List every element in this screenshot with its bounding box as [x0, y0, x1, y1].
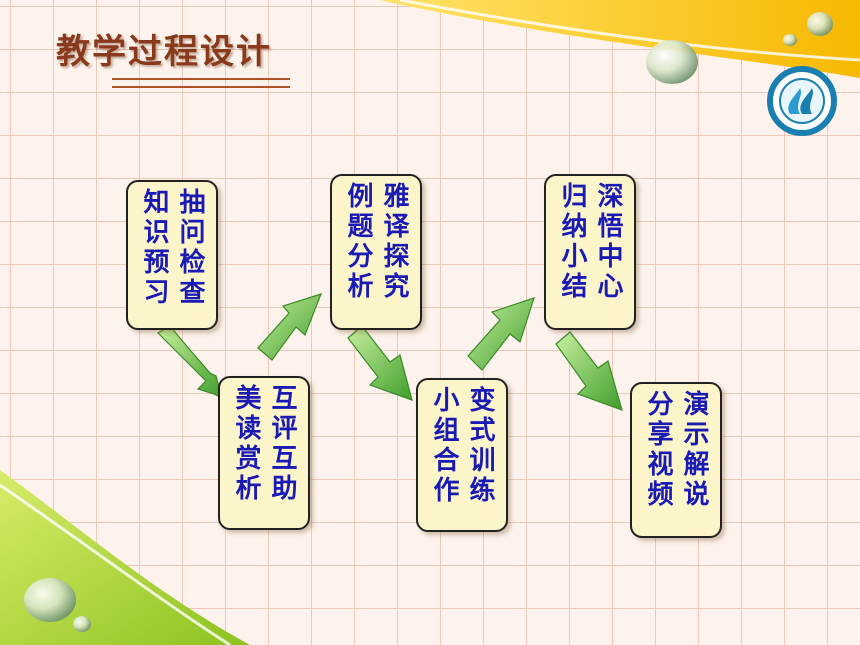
- step-column: 知识预习: [139, 188, 169, 308]
- step-column: 小组合作: [429, 386, 459, 506]
- water-drop-icon: [73, 616, 91, 632]
- water-drop-icon: [783, 34, 797, 46]
- step-box-group-cooperation: 变式训练 小组合作: [416, 378, 508, 532]
- page-title: 教学过程设计: [56, 32, 272, 72]
- arrow-up-right-icon: [467, 297, 535, 371]
- arrow-down-right-icon: [555, 331, 623, 411]
- step-column: 变式训练: [465, 386, 495, 506]
- arrow-up-right-icon: [257, 293, 323, 361]
- water-drop-icon: [807, 12, 833, 36]
- step-box-video-sharing: 演示解说 分享视频: [630, 382, 722, 538]
- step-box-reading-appreciation: 互评互助 美读赏析: [218, 376, 310, 530]
- step-box-knowledge-preview: 抽问检查 知识预习: [126, 180, 218, 330]
- arrow-down-right-icon: [347, 325, 413, 401]
- step-box-summary: 深悟中心 归纳小结: [544, 174, 636, 330]
- arrow-down-right-icon: [157, 325, 223, 400]
- step-column: 归纳小结: [557, 182, 587, 302]
- title-underline: [112, 86, 290, 88]
- step-column: 例题分析: [343, 182, 373, 302]
- title-underline: [112, 78, 290, 80]
- step-column: 演示解说: [679, 390, 709, 510]
- water-drop-icon: [646, 40, 698, 84]
- step-column: 深悟中心: [593, 182, 623, 302]
- step-column: 抽问检查: [175, 188, 205, 308]
- step-column: 美读赏析: [231, 384, 261, 504]
- step-box-example-analysis: 雅译探究 例题分析: [330, 174, 422, 330]
- water-drop-icon: [24, 578, 76, 622]
- step-column: 互评互助: [267, 384, 297, 504]
- yellow-swoosh: [380, 0, 860, 78]
- step-column: 分享视频: [643, 390, 673, 510]
- step-column: 雅译探究: [379, 182, 409, 302]
